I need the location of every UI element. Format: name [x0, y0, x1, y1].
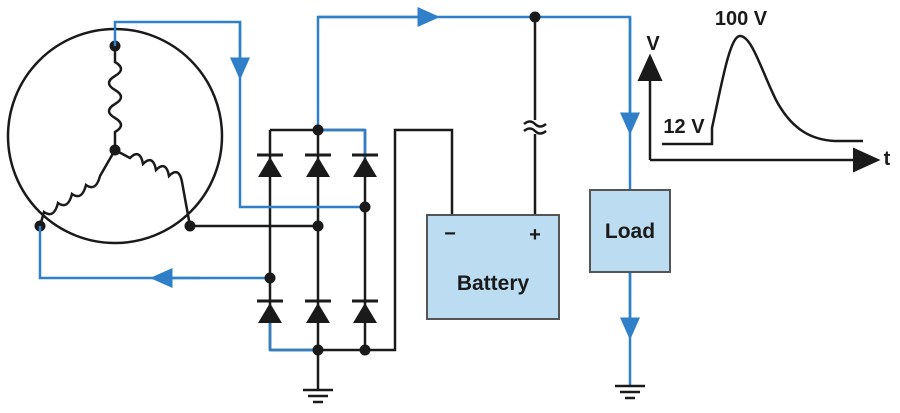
- stator-neutral-node: [109, 144, 121, 156]
- current-path: [38, 7, 640, 386]
- battery-minus-label: −: [444, 223, 456, 245]
- battery: − + Battery: [426, 214, 560, 320]
- diode-upper-3: [352, 153, 378, 177]
- junction-dots: [264, 11, 541, 356]
- diode-lower-1: [257, 299, 283, 323]
- winding-coil-right: [114, 148, 192, 227]
- voltage-waveform: [662, 34, 863, 146]
- v-axis-label: V: [646, 33, 660, 55]
- battery-plus-label: +: [529, 224, 541, 246]
- ground-symbol-bridge: [303, 388, 333, 404]
- diode-upper-2: [305, 153, 331, 177]
- diode-bridge-upper: [257, 153, 378, 177]
- diode-upper-1: [257, 153, 283, 177]
- winding-coil-left: [38, 149, 117, 227]
- ground-symbol-load: [615, 384, 645, 400]
- transient-waveform-inset: V t 100 V 12 V: [637, 8, 891, 173]
- base-voltage-label: 12 V: [663, 116, 705, 138]
- diode-lower-2: [305, 299, 331, 323]
- t-axis-label: t: [884, 148, 891, 170]
- winding-coil-top: [107, 46, 123, 150]
- battery-label: Battery: [457, 272, 530, 295]
- load-box: [589, 189, 671, 273]
- peak-voltage-label: 100 V: [715, 8, 768, 30]
- diode-bridge-lower: [257, 299, 378, 323]
- diode-lower-3: [352, 299, 378, 323]
- battery-box: [426, 214, 560, 320]
- load: Load: [589, 189, 671, 273]
- alternator-stator: [6, 27, 224, 245]
- load-label: Load: [605, 220, 655, 243]
